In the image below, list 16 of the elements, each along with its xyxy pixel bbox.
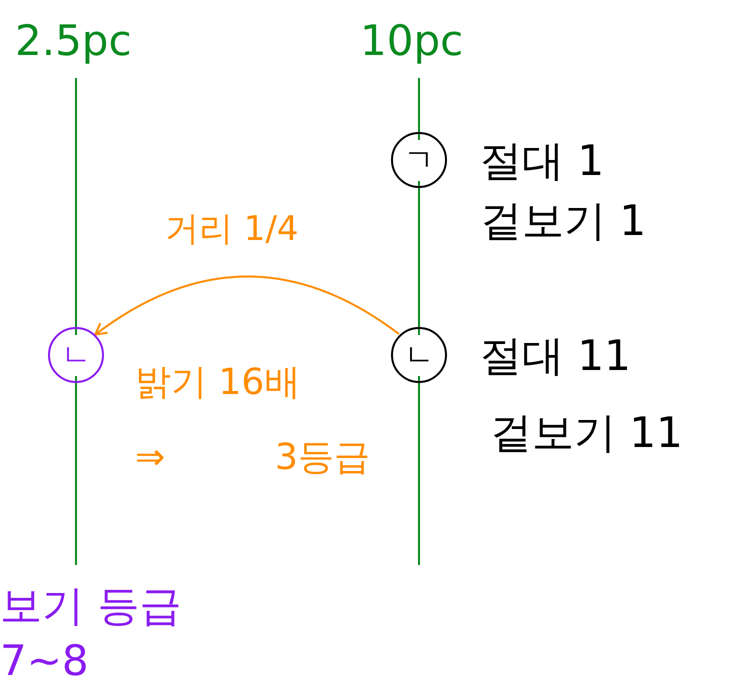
magnitude-note: 3등급 — [275, 440, 370, 476]
magnitude-note: 절대 1 — [480, 140, 604, 182]
magnitude-note: 보기 등급 — [0, 585, 182, 627]
magnitude-note: 절대 11 — [480, 335, 631, 377]
implies-sign: ⇒ — [135, 440, 166, 476]
distance-label: 2.5pc — [15, 20, 132, 62]
magnitude-note: 겉보기 1 — [480, 200, 646, 242]
star-circle: ㄴ — [391, 327, 447, 383]
magnitude-note: 7~8 — [0, 640, 89, 682]
brightness-note: 밝기 16배 — [135, 365, 300, 401]
star-circle: ㄴ — [48, 327, 104, 383]
star-circle: ㄱ — [391, 132, 447, 188]
magnitude-note: 겉보기 11 — [490, 412, 683, 454]
edge-label: 거리 1/4 — [165, 212, 299, 246]
distance-label: 10pc — [360, 20, 464, 62]
arrow — [94, 276, 400, 336]
